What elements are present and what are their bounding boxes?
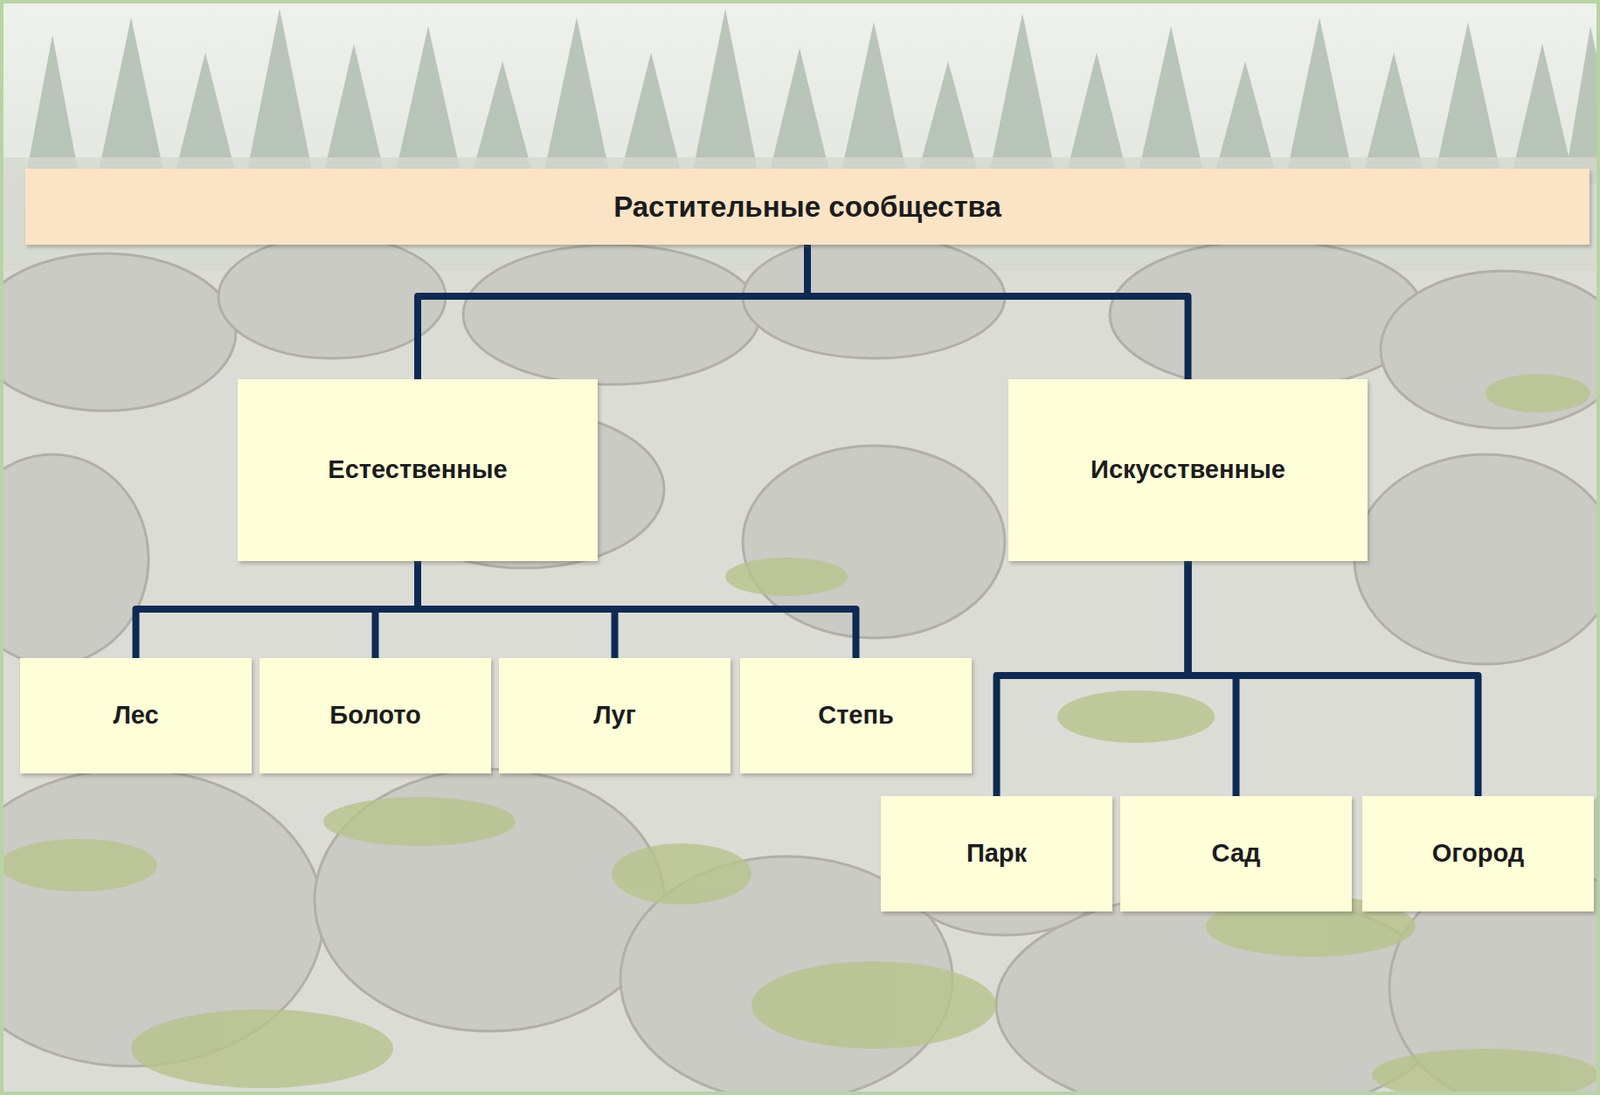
tree-connector bbox=[417, 244, 808, 380]
title-band: Растительные сообщества bbox=[25, 168, 1590, 245]
node-label: Огород bbox=[1432, 838, 1524, 868]
tree-connector bbox=[375, 561, 419, 659]
community-box: Лес bbox=[20, 658, 252, 774]
tree-connector bbox=[807, 244, 1189, 380]
node-label: Искусственные bbox=[1090, 455, 1286, 485]
node-label: Естественные bbox=[327, 455, 507, 485]
community-box: Сад bbox=[1120, 796, 1352, 912]
category-box: Естественные bbox=[237, 379, 598, 562]
tree-connector bbox=[417, 561, 857, 659]
node-label: Сад bbox=[1212, 838, 1261, 868]
node-label: Лес bbox=[112, 700, 159, 730]
node-label: Степь bbox=[817, 700, 894, 730]
tree-connector bbox=[136, 561, 419, 659]
community-box: Луг bbox=[498, 658, 731, 774]
category-box: Искусственные bbox=[1008, 379, 1368, 562]
community-box: Болото bbox=[259, 658, 492, 774]
node-label: Растительные сообщества bbox=[613, 190, 1002, 224]
node-label: Болото bbox=[329, 700, 421, 730]
community-box: Парк bbox=[880, 796, 1113, 912]
community-box: Огород bbox=[1362, 796, 1594, 912]
node-label: Парк bbox=[966, 838, 1027, 868]
community-box: Степь bbox=[740, 658, 972, 774]
tree-connector bbox=[1188, 561, 1479, 797]
node-label: Луг bbox=[593, 700, 637, 730]
tree-connector bbox=[997, 561, 1189, 797]
